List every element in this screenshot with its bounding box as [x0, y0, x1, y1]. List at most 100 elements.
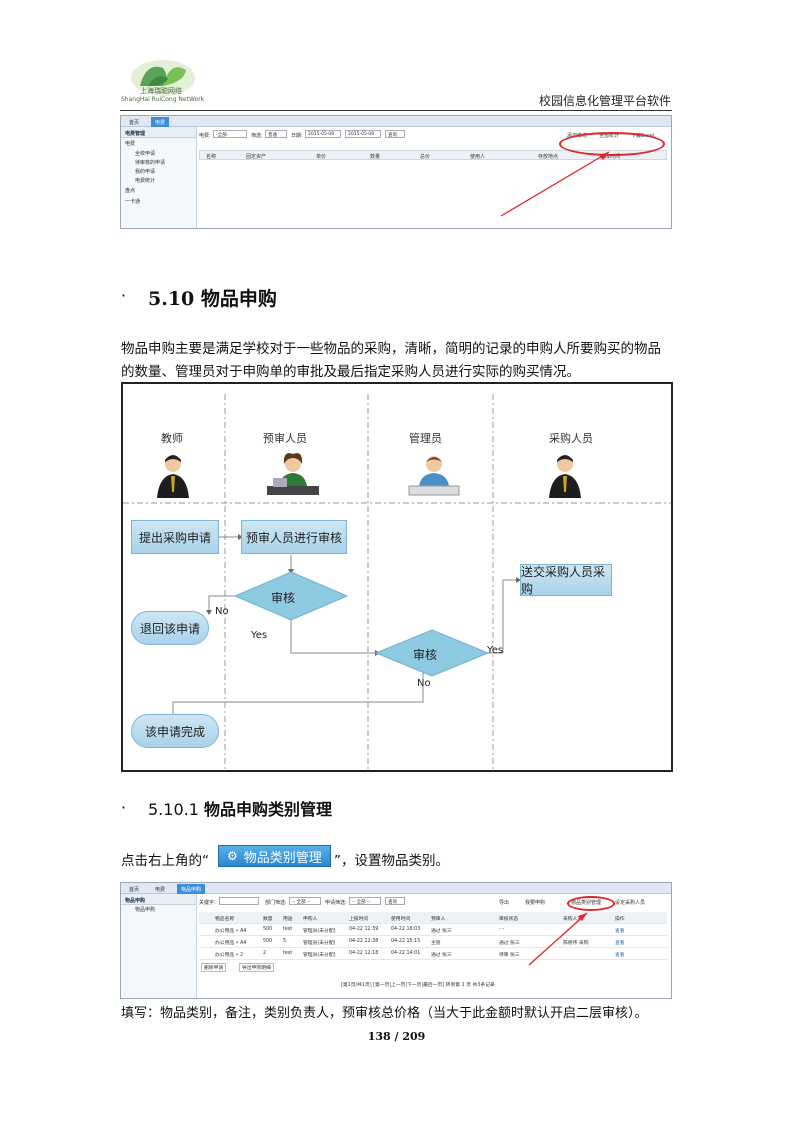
lane-purchaser: 采购人员: [549, 432, 593, 445]
column-header: 名称: [206, 154, 217, 160]
sidebar: 物品申购 物品申购: [121, 894, 197, 998]
table-cell: test: [283, 951, 293, 956]
filter-select-1[interactable]: -全部-: [213, 130, 247, 138]
dept-select[interactable]: -- 全部 --: [289, 897, 321, 905]
new-apply-button[interactable]: 我要申购: [525, 900, 546, 906]
tab-electricity[interactable]: 电费: [155, 887, 166, 893]
keyword-input[interactable]: [219, 897, 259, 905]
delete-apply-button[interactable]: 删除申请: [201, 963, 227, 972]
table-cell: - -: [499, 927, 504, 932]
filter-select-2[interactable]: 普通: [265, 130, 287, 138]
search-button[interactable]: 查询: [385, 897, 405, 905]
table-header: 物品名称 数量 用途 申购人 上报时间 使用时间 预审人 审核状态 采购人员 操…: [199, 912, 667, 924]
logo-text-cn: 上海瑞聪网络: [140, 87, 182, 95]
sidebar-item-electricity[interactable]: 电费: [125, 141, 136, 147]
sidebar-item-purchase[interactable]: 物品申购: [135, 907, 156, 913]
table-cell: 管理员(未分配): [303, 953, 336, 958]
footer-paragraph: 填写：物品类别，备注，类别负责人，预审核总价格（当大于此金额时默认开启二层审核）…: [121, 1006, 648, 1021]
buyer-setting-button[interactable]: 设定采购人员: [615, 900, 646, 906]
date-from-input[interactable]: 2015-05-08: [305, 130, 341, 138]
table-cell: 办公用品 • A4: [215, 929, 247, 934]
instruction-suffix: ”，设置物品类别。: [334, 853, 449, 869]
purchase-flow-diagram: 教师 预审人员 管理员 采购人员 提出采购申请 预审人员进行审核 审核 审核 退…: [121, 382, 673, 772]
column-header: 入库时间: [600, 154, 621, 160]
date-to-input[interactable]: 2015-05-08: [345, 130, 381, 138]
flow-decision-review-1: 审核: [271, 591, 296, 605]
table-cell: 管理员(未分配): [303, 941, 336, 946]
table-cell: 04-22 12:18: [349, 951, 379, 956]
table-header: 名称 固定资产 单价 数量 总价 使用人 存放地点 入库时间: [199, 150, 667, 160]
section-bullet: ·: [121, 286, 127, 305]
tab-home[interactable]: 首页: [129, 887, 140, 893]
export-detail-button[interactable]: 导出申购明细: [239, 963, 274, 972]
column-header: 审核状态: [499, 917, 519, 922]
table-cell: 管理员(未分配): [303, 929, 336, 934]
page-number: 138 / 209: [367, 1030, 426, 1043]
filter-label-2: 筛选:: [251, 133, 263, 139]
keyword-label: 关键字:: [199, 900, 216, 906]
state-select[interactable]: -- 全部 --: [349, 897, 381, 905]
column-header: 物品名称: [215, 917, 235, 922]
column-header: 单价: [316, 154, 327, 160]
screenshot-electricity-management: 首页 电费 电费管理 电费 全校申请 待审核的申请 我的申请 电费统计 盘点 一…: [120, 115, 672, 229]
view-link[interactable]: 查看: [615, 953, 625, 958]
flow-lines: [123, 394, 671, 770]
tab-home[interactable]: 首页: [129, 120, 140, 126]
subsection-number: 5.10.1: [148, 800, 199, 819]
table-cell: 04-22 12:38: [349, 939, 379, 944]
table-cell: 通过 张三: [431, 929, 452, 934]
lane-admin: 管理员: [409, 432, 442, 445]
table-row[interactable]: 办公用品 • 2 2 test 管理员(未分配) 04-22 12:18 04-…: [199, 948, 667, 960]
column-header: 操作: [615, 917, 625, 922]
search-button[interactable]: 查询: [385, 130, 405, 138]
table-cell: 通过 张三: [499, 941, 520, 946]
document-title: 校园信息化管理平台软件: [538, 94, 671, 108]
column-header: 上报时间: [349, 917, 369, 922]
lane-pre-reviewer: 预审人员: [263, 432, 307, 445]
tab-bar: 首页 电费 物品申购: [121, 883, 671, 894]
sidebar-item-card[interactable]: 一卡通: [125, 199, 141, 205]
tab-bar: 首页 电费: [121, 116, 671, 127]
tab-purchase[interactable]: 物品申购: [177, 884, 206, 894]
table-cell: test: [283, 927, 293, 932]
table-cell: 500: [263, 939, 273, 944]
dept-label: 部门筛选:: [265, 900, 287, 906]
export-button[interactable]: 导出: [499, 900, 510, 906]
purchaser-person-icon: [549, 455, 581, 498]
gear-icon: ⚙: [227, 849, 238, 863]
column-header: 数量: [263, 917, 273, 922]
sidebar-item-all-apply[interactable]: 全校申请: [135, 151, 156, 157]
table-cell: 04-22 12:39: [349, 927, 379, 932]
sidebar-item-stats[interactable]: 电费统计: [135, 178, 156, 184]
highlight-arrow: [500, 151, 610, 217]
flow-label-no: No: [417, 678, 431, 689]
table-cell: 待审 张三: [499, 953, 520, 958]
flow-box-pre-review: 预审人员进行审核: [241, 520, 347, 554]
table-row[interactable]: 办公用品 • A4 500 test 管理员(未分配) 04-22 12:39 …: [199, 924, 667, 936]
sidebar-item-my-apply[interactable]: 我的申请: [135, 169, 156, 175]
sidebar-item-inventory[interactable]: 盘点: [125, 188, 136, 194]
column-header: 总价: [420, 154, 431, 160]
flow-label-yes: Yes: [251, 630, 268, 641]
column-header: 使用人: [470, 154, 486, 160]
subsection-title: 物品申购类别管理: [203, 800, 332, 819]
view-link[interactable]: 查看: [615, 929, 625, 934]
tab-electricity[interactable]: 电费: [151, 117, 170, 127]
sidebar-item-pending[interactable]: 待审核的申请: [135, 160, 166, 166]
table-row[interactable]: 办公用品 • A4 500 5 管理员(未分配) 04-22 12:38 04-…: [199, 936, 667, 948]
admin-person-icon: [408, 456, 460, 496]
company-logo: [131, 60, 195, 96]
view-link[interactable]: 查看: [615, 941, 625, 946]
column-header: 固定资产: [246, 154, 267, 160]
instruction-prefix: 点击右上角的“: [121, 853, 209, 869]
flow-box-reject: 退回该申请: [131, 611, 209, 645]
screenshot-purchase-list: 首页 电费 物品申购 物品申购 物品申购 关键字: 部门筛选: -- 全部 --…: [120, 882, 672, 999]
teacher-person-icon: [157, 455, 189, 498]
pager[interactable]: [第1页/共1页] [第一页|上一页|下一页|最后一页] 转到第 1 页 共3条…: [341, 983, 495, 988]
column-header: 使用时间: [391, 917, 411, 922]
table-cell: 办公用品 • A4: [215, 941, 247, 946]
lane-teacher: 教师: [161, 432, 183, 445]
category-manage-label: 物品类别管理: [243, 850, 322, 866]
table-footer-actions: 删除申请 导出申购明细: [199, 960, 667, 972]
sidebar-title: 电费管理: [121, 127, 196, 138]
